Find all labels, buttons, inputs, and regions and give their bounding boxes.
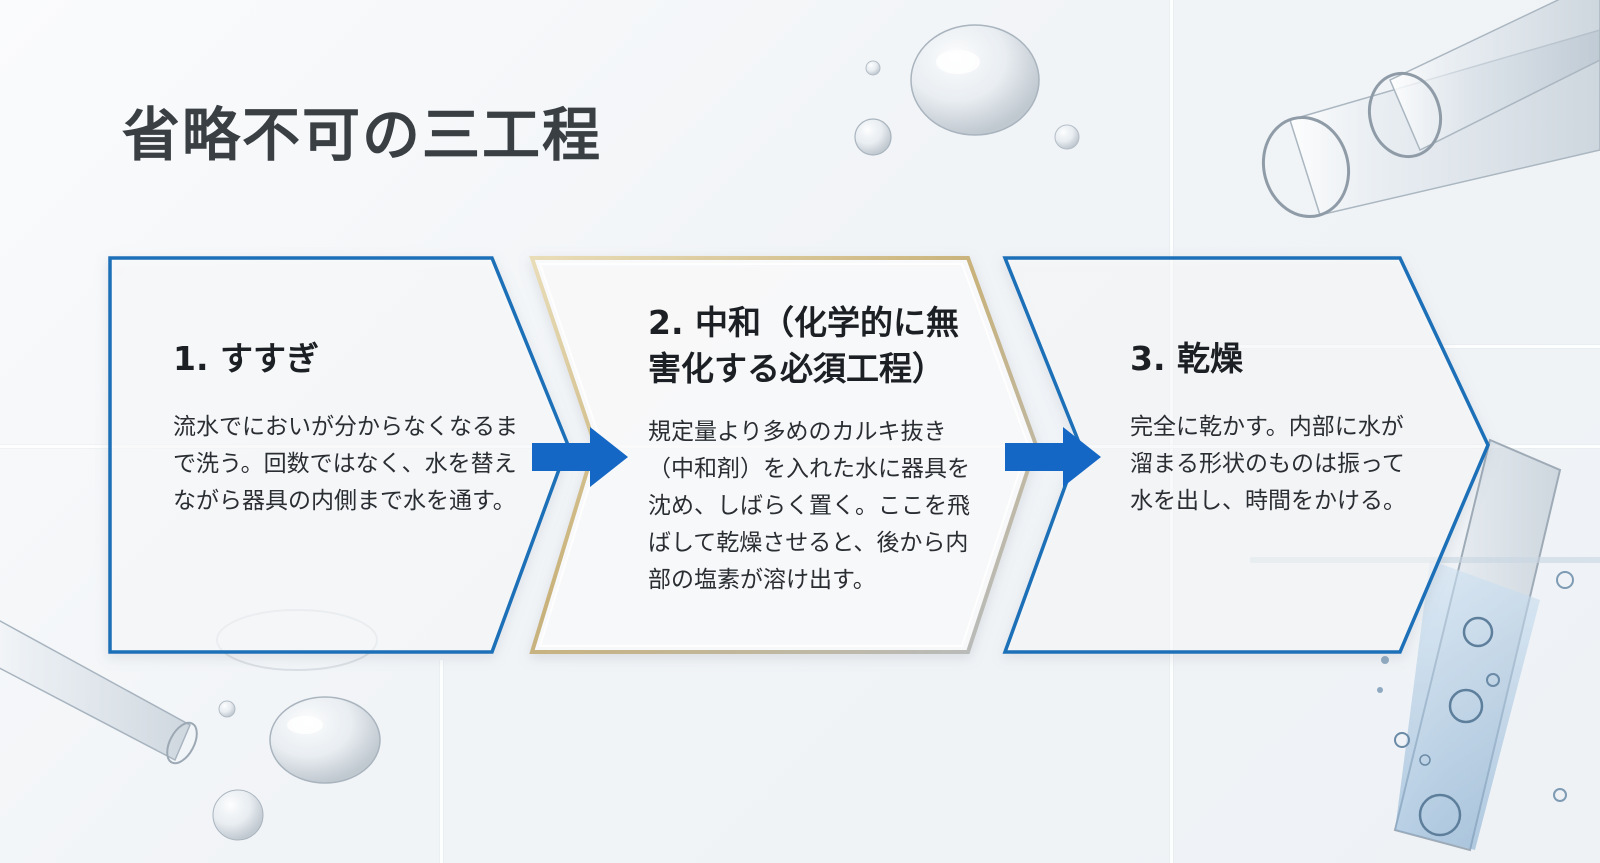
step-3-heading: 3. 乾燥: [1130, 339, 1243, 378]
step-2-card: 2. 中和（化学的に無害化する必須工程） 規定量より多めのカルキ抜き（中和剤）を…: [648, 300, 988, 599]
water-droplet-icon: [212, 609, 381, 841]
step-1-body: 流水でにおいが分からなくなるまで洗う。回数ではなく、水を替えながら器具の内側まで…: [173, 413, 518, 514]
right-arrow-icon: [1005, 427, 1101, 487]
step-2-heading: 2. 中和（化学的に無害化する必須工程）: [648, 303, 959, 388]
step-3-body: 完全に乾かす。内部に水が溜まる形状のものは振って水を出し、時間をかける。: [1130, 413, 1406, 514]
test-tube-icon: [1261, 0, 1600, 219]
step-1-heading: 1. すすぎ: [173, 339, 319, 378]
step-2-body: 規定量より多めのカルキ抜き（中和剤）を入れた水に器具を沈め、しばらく置く。ここを…: [648, 419, 970, 593]
water-droplet-icon: [854, 24, 1080, 156]
test-tube-icon: [0, 620, 198, 765]
tile-line: [440, 660, 443, 863]
step-1-frame: [108, 256, 570, 654]
right-arrow-icon: [532, 427, 628, 487]
step-3-card: 3. 乾燥 完全に乾かす。内部に水が溜まる形状のものは振って水を出し、時間をかけ…: [1130, 338, 1420, 520]
slide-title: 省略不可の三工程: [122, 101, 603, 169]
step-1-card: 1. すすぎ 流水でにおいが分からなくなるまで洗う。回数ではなく、水を替えながら…: [173, 338, 518, 520]
